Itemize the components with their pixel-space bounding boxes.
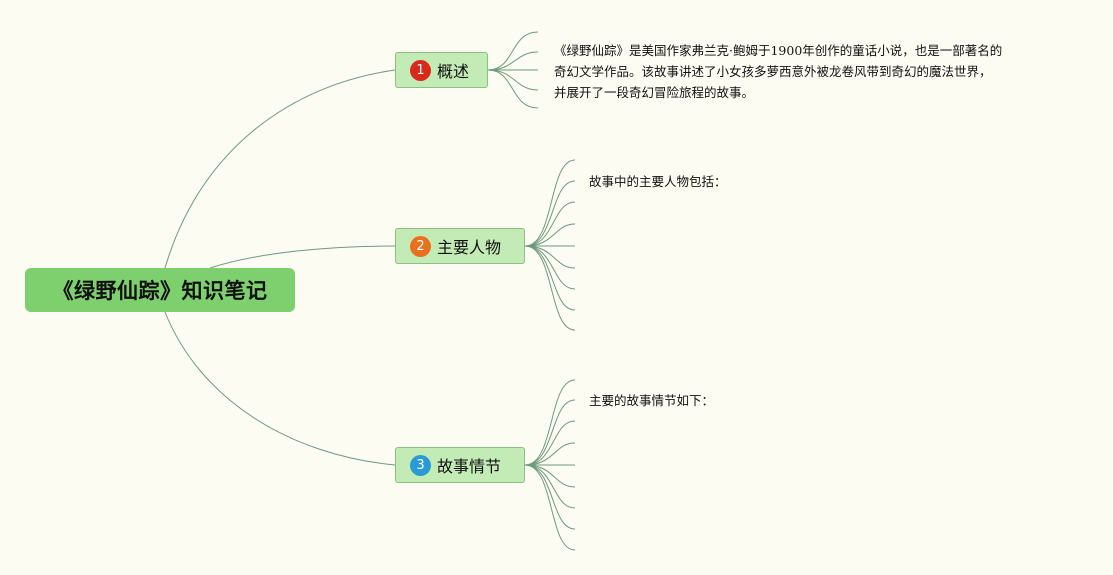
connector-root-topic-1: [164, 69, 396, 269]
note-line: 并展开了一段奇幻冒险旅程的故事。: [554, 85, 755, 100]
note-line: 《绿野仙踪》是美国作家弗兰克·鲍姆于1900年创作的童话小说，也是一部著名的: [554, 43, 1003, 58]
topic-overview[interactable]: 1 概述: [395, 52, 488, 88]
connector-root-topic-2: [209, 245, 396, 269]
topic-label: 故事情节: [437, 457, 502, 476]
number-badge-icon: 2: [410, 235, 431, 257]
connector-fan-topic-1: [487, 31, 539, 109]
connector-fan-topic-3: [524, 379, 576, 551]
note-overview[interactable]: 《绿野仙踪》是美国作家弗兰克·鲍姆于1900年创作的童话小说，也是一部著名的 奇…: [554, 40, 1002, 103]
topic-label: 概述: [437, 62, 470, 81]
topic-plot[interactable]: 3 故事情节: [395, 447, 525, 483]
number-badge-icon: 3: [410, 454, 431, 476]
note-line: 主要的故事情节如下：: [589, 393, 715, 408]
number-badge-icon: 1: [410, 59, 431, 81]
connector-root-topic-3: [164, 311, 396, 466]
topic-main-characters[interactable]: 2 主要人物: [395, 228, 525, 264]
topic-label: 主要人物: [437, 238, 502, 257]
note-main-characters[interactable]: 故事中的主要人物包括：: [589, 171, 727, 192]
note-line: 故事中的主要人物包括：: [589, 174, 727, 189]
root-node[interactable]: 《绿野仙踪》知识笔记: [25, 268, 295, 312]
note-line: 奇幻文学作品。该故事讲述了小女孩多萝西意外被龙卷风带到奇幻的魔法世界，: [554, 64, 992, 79]
root-title: 《绿野仙踪》知识笔记: [52, 279, 268, 303]
note-plot[interactable]: 主要的故事情节如下：: [589, 390, 714, 411]
connector-fan-topic-2: [524, 159, 576, 331]
